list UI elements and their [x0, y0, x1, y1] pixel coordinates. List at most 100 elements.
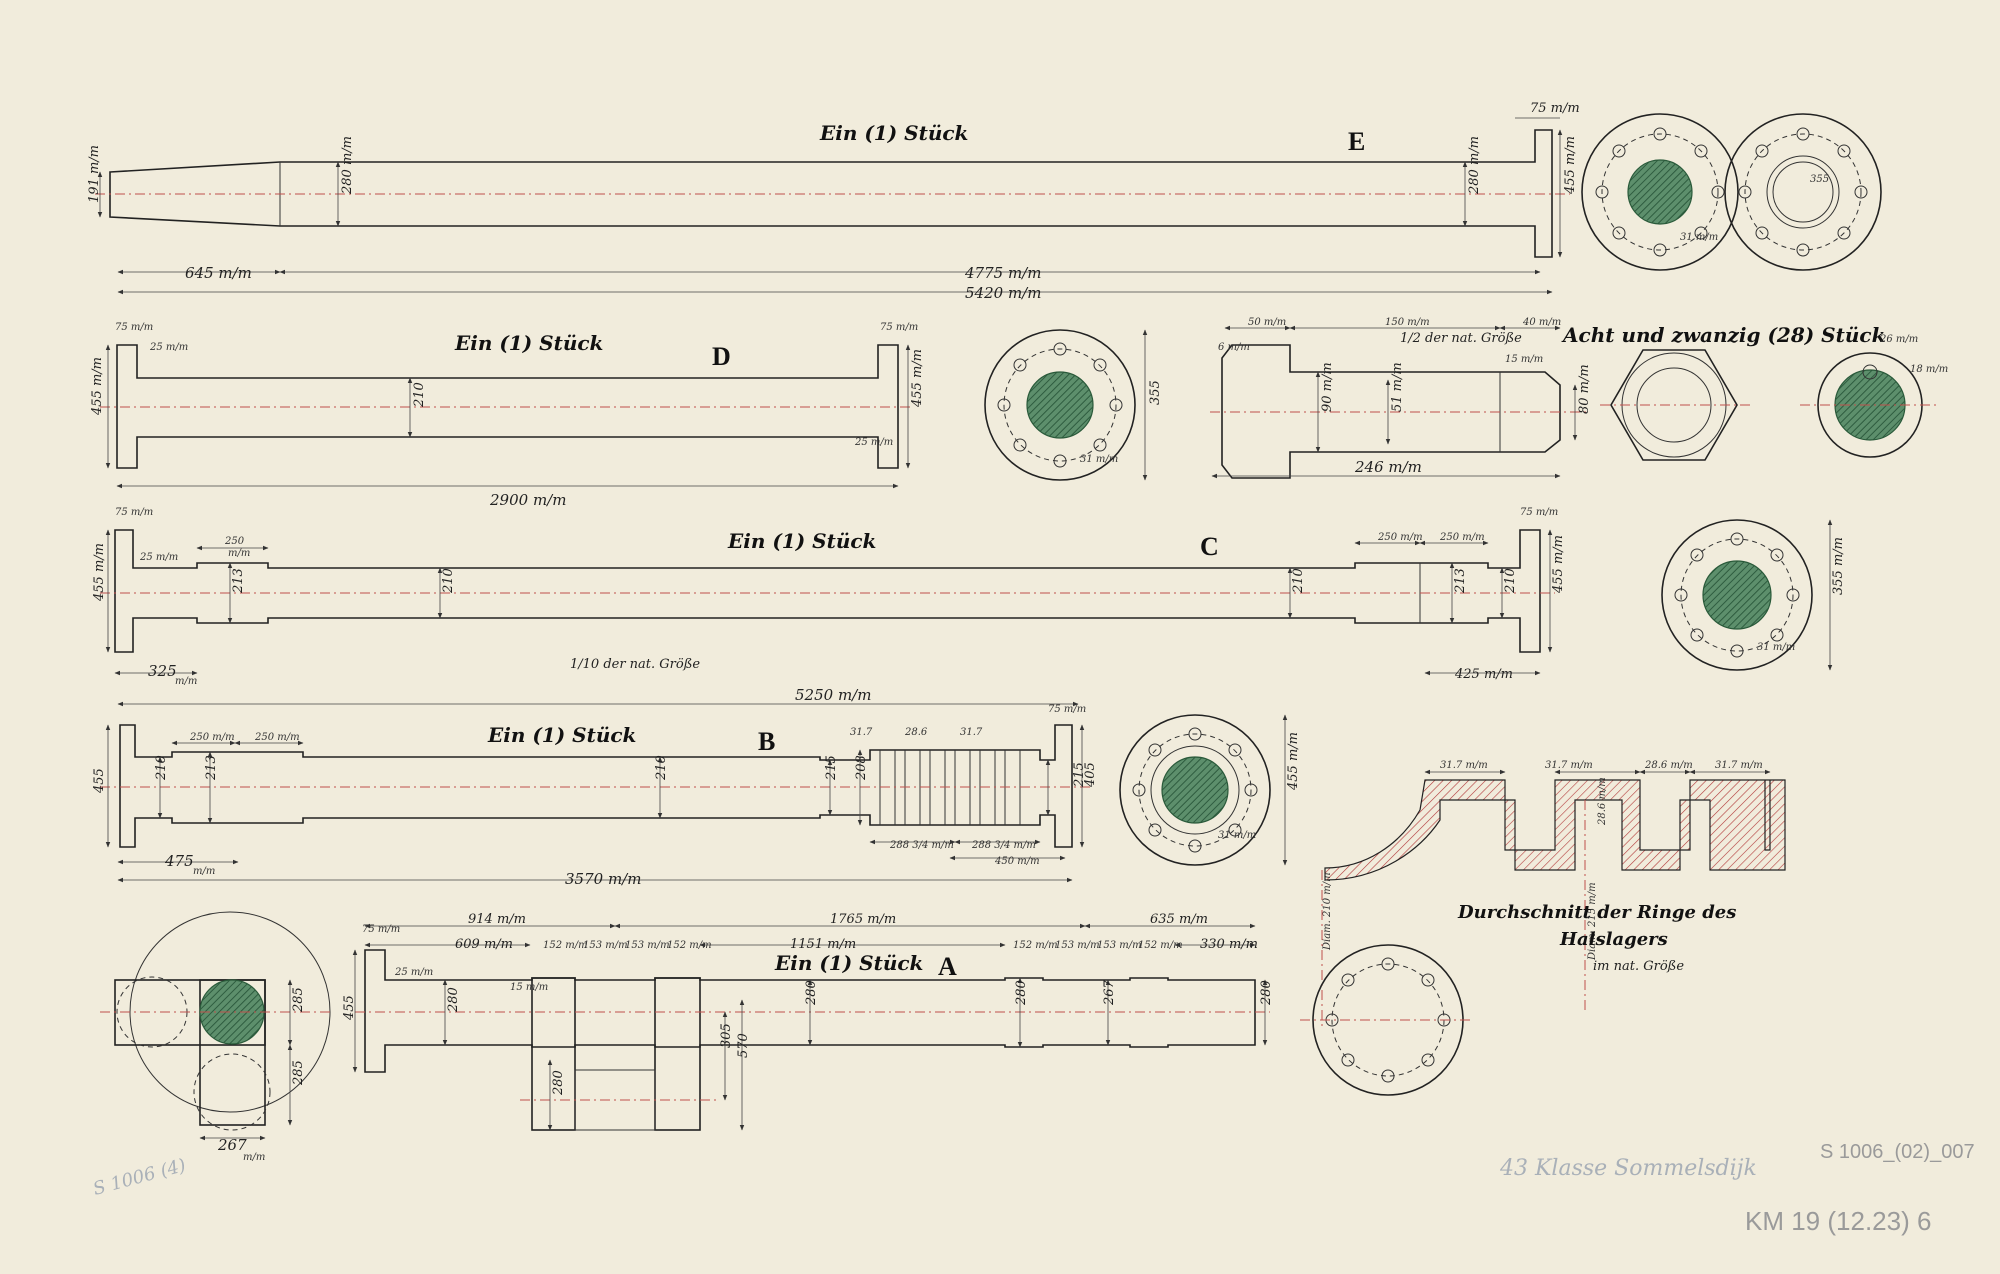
a-flange: 455	[342, 995, 357, 1021]
a-stroke: 570	[736, 1033, 751, 1058]
e-flange: 455 m/m	[1563, 136, 1578, 195]
sec-dia1: Diam. 210 m/m	[1322, 872, 1333, 951]
a-throw: 305	[719, 1023, 734, 1048]
b-t75: 75 m/m	[1048, 704, 1086, 715]
c-leftu: m/m	[175, 676, 197, 687]
nut-dim: 26 m/m	[1879, 334, 1918, 345]
part-d-letter: D	[712, 342, 731, 371]
a-web: 280	[551, 1070, 566, 1096]
b-r1: 31.7	[850, 727, 873, 738]
sec-title-2: Halslagers	[1559, 929, 1668, 950]
b-pitch1: 288 3/4 m/m	[889, 840, 954, 851]
sec-d: 31.7 m/m	[1715, 760, 1763, 771]
c-s1: 250	[224, 536, 245, 547]
sec-b: 31.7 m/m	[1545, 760, 1593, 771]
part-a: Ein (1) Stück A 914 m/m 1765 m/m 635 m/m…	[100, 911, 1274, 1163]
b-collar: 450 m/m	[994, 856, 1040, 867]
c-bolt: 31 m/m	[1757, 642, 1795, 653]
c-r: 25 m/m	[139, 552, 178, 563]
section-profile	[1324, 779, 1786, 881]
d-t2: 75 m/m	[880, 322, 918, 333]
c-flange: 455 m/m	[92, 543, 107, 602]
a-914: 914 m/m	[468, 912, 526, 927]
bolt-body	[1221, 344, 1561, 479]
part-e-shaft	[109, 129, 1553, 258]
c-flange-r: 455 m/m	[1551, 535, 1566, 594]
a-330: 330 m/m	[1200, 937, 1258, 952]
bolt-h: 6 m/m	[1218, 342, 1250, 353]
c-d210c: 210	[1503, 568, 1518, 594]
c-circle: 355 m/m	[1831, 537, 1846, 595]
crank-web-1	[531, 977, 576, 1131]
b-length: 3570 m/m	[565, 870, 641, 888]
part-b: 5250 m/m Ein (1) Stück B 455 250 m/m 250…	[92, 686, 1301, 888]
part-a-caption: Ein (1) Stück	[774, 951, 923, 975]
a-w152b: 152 m/m	[667, 940, 712, 951]
e-d191: 191 m/m	[87, 145, 102, 203]
sec-title-3: im nat. Größe	[1593, 959, 1684, 974]
d-r1: 25 m/m	[149, 342, 188, 353]
e-total: 5420 m/m	[965, 284, 1041, 302]
e-bore: 355	[1810, 174, 1829, 185]
washer-view: 26 m/m 18 m/m	[1800, 334, 1948, 458]
d-length: 2900 m/m	[489, 491, 566, 509]
c-s3: 250 m/m	[1439, 532, 1485, 543]
c-scale: 1/10 der nat. Größe	[570, 657, 700, 672]
c-s1u: m/m	[228, 548, 250, 559]
c-d213b: 213	[1453, 568, 1468, 594]
a-d280b: 280	[804, 980, 819, 1006]
b-d208: 208	[854, 755, 869, 781]
c-s2: 250 m/m	[1377, 532, 1423, 543]
part-d-caption: Ein (1) Stück	[454, 331, 603, 355]
b-flange-view: 455 m/m 31 m/m	[1119, 714, 1301, 866]
a-width: 267	[217, 1136, 247, 1154]
e-flange-view-2: 355	[1724, 113, 1882, 271]
a-w152d: 152 m/m	[1138, 940, 1183, 951]
crank-end-view: 285 285 267 m/m	[100, 911, 331, 1163]
c-d213: 213	[231, 568, 246, 594]
part-b-caption: Ein (1) Stück	[487, 723, 636, 747]
part-c-caption: Ein (1) Stück	[727, 529, 876, 553]
b-d405: 405	[1083, 762, 1098, 788]
c-right: 425 m/m	[1454, 667, 1513, 682]
bolt-d2: 51 m/m	[1390, 362, 1405, 412]
part-c: Ein (1) Stück C 455 m/m 75 m/m 25 m/m 25…	[92, 507, 1846, 687]
d-dia: 210	[412, 382, 427, 408]
b-r2: 28.6	[904, 727, 928, 738]
bolt-c: 40 m/m	[1522, 317, 1561, 328]
c-left: 325	[148, 662, 177, 680]
a-w153b: 153 m/m	[625, 940, 670, 951]
a-r: 25 m/m	[394, 967, 433, 978]
a-w153d: 153 m/m	[1097, 940, 1142, 951]
sec-title-1: Durchschnitt der Ringe des	[1457, 902, 1736, 923]
a-t75: 75 m/m	[362, 924, 400, 935]
b-d213: 213	[204, 755, 219, 781]
bolt-a: 50 m/m	[1248, 317, 1286, 328]
e-taper: 645 m/m	[185, 264, 252, 282]
e-t75: 75 m/m	[1530, 101, 1580, 116]
b-total: 5250 m/m	[795, 686, 871, 704]
a-d280c: 280	[1014, 980, 1029, 1006]
d-t1: 75 m/m	[115, 322, 153, 333]
bolt-scale: 1/2 der nat. Größe	[1400, 331, 1522, 346]
bolt-caption: Acht und zwanzig (28) Stück	[1561, 323, 1885, 347]
a-1765: 1765 m/m	[830, 912, 896, 927]
a-609: 609 m/m	[455, 937, 513, 952]
c-t1: 75 m/m	[115, 507, 153, 518]
e-d280: 280 m/m	[340, 136, 355, 195]
bolt-r: 15 m/m	[1505, 354, 1543, 365]
part-b-letter: B	[758, 727, 775, 756]
d-circle: 355	[1148, 380, 1163, 405]
b-d215: 215	[824, 755, 839, 781]
a-w152c: 152 m/m	[1013, 940, 1058, 951]
a-side2: 285	[291, 1060, 306, 1086]
a-side1: 285	[291, 987, 306, 1013]
part-c-shaft	[114, 529, 1541, 653]
sec-c: 28.6 m/m	[1644, 760, 1693, 771]
catalog-number: KM 19 (12.23) 6	[1745, 1206, 1931, 1236]
bolt-d3: 80 m/m	[1577, 364, 1592, 414]
a-d267: 267	[1102, 979, 1117, 1006]
c-d210b: 210	[1291, 568, 1306, 594]
c-t2: 75 m/m	[1520, 507, 1558, 518]
b-d210b: 210	[654, 755, 669, 781]
